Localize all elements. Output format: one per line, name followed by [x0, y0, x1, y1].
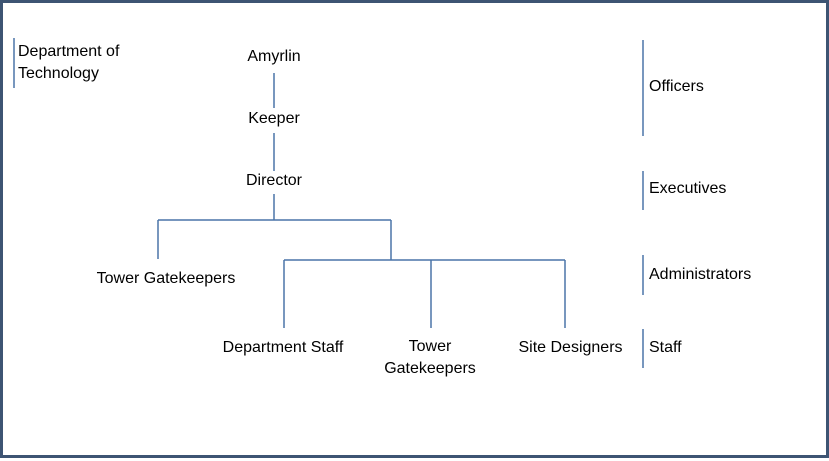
department-staff-node: Department Staff: [222, 339, 344, 356]
officers-level-label: Officers: [649, 78, 704, 95]
department-title: Department of Technology: [18, 43, 120, 82]
tower-gatekeepers-left-node: Tower Gatekeepers: [96, 270, 236, 287]
amyrlin-node: Amyrlin: [247, 48, 301, 65]
director-node: Director: [245, 172, 302, 189]
org-chart-connectors: [13, 38, 644, 368]
staff-level-label: Staff: [649, 339, 682, 356]
tower-gatekeepers-mid-node: Tower Gatekeepers: [384, 338, 476, 377]
keeper-node: Keeper: [248, 110, 300, 127]
site-designers-node: Site Designers: [518, 339, 623, 356]
administrators-level-label: Administrators: [649, 266, 752, 283]
executives-level-label: Executives: [649, 180, 727, 197]
